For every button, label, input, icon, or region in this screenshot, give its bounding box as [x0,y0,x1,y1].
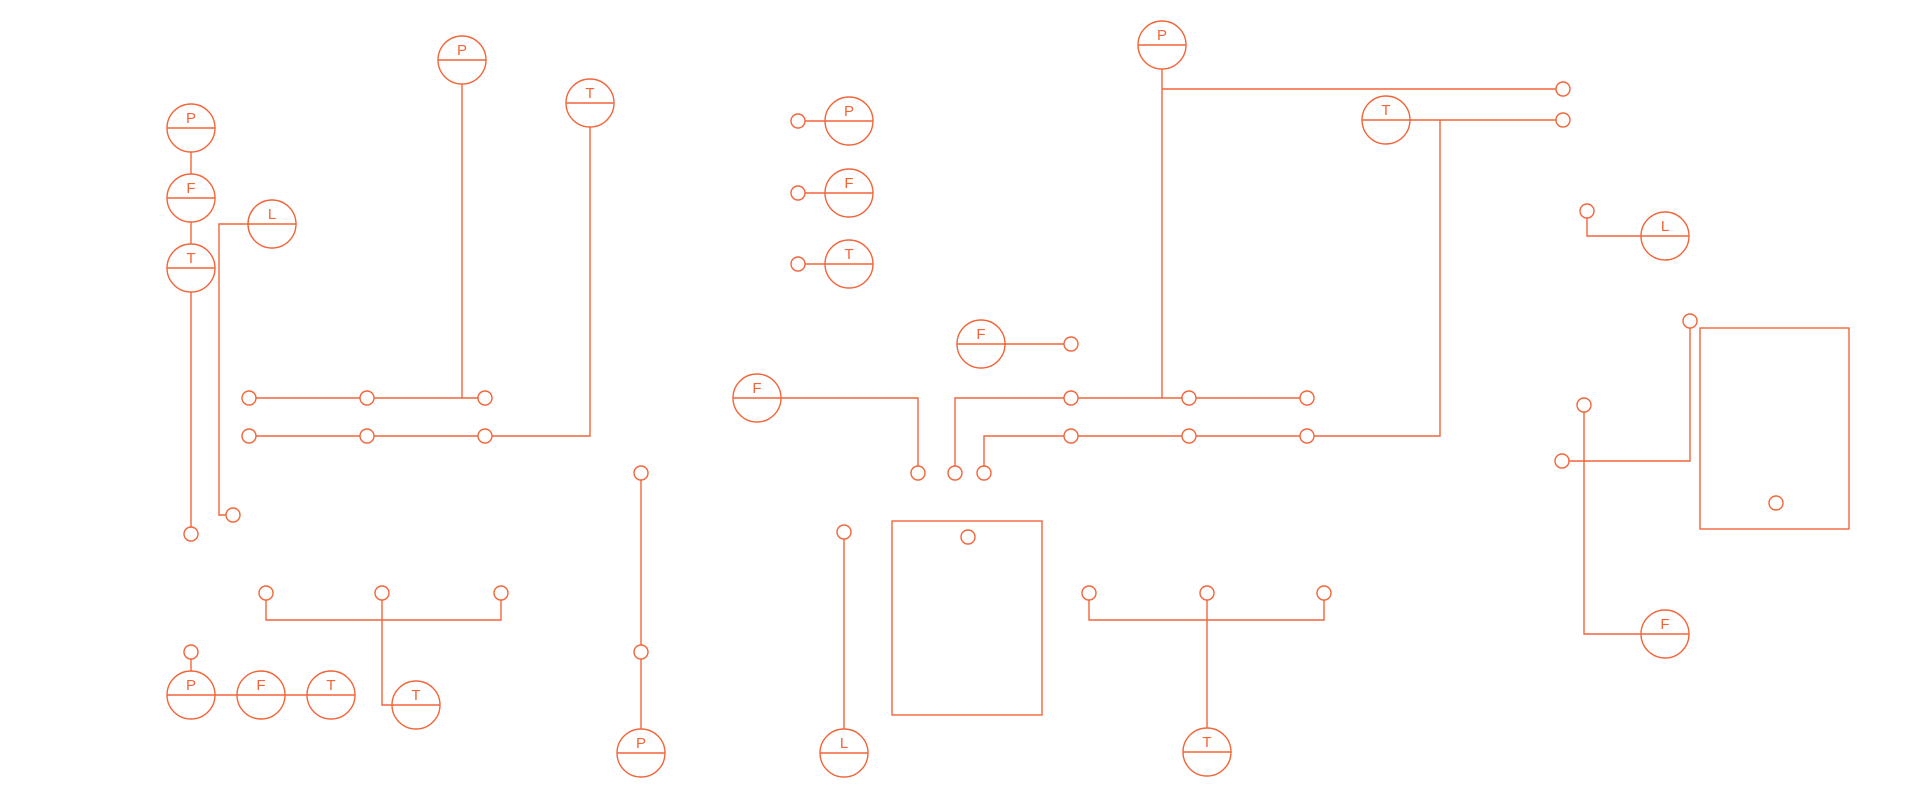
connection-node[interactable] [1181,428,1197,444]
instrument-label: F [844,175,853,192]
instrument-label: F [186,180,195,197]
connection-node[interactable] [225,507,241,523]
connection-node[interactable] [947,465,963,481]
connection-node[interactable] [790,256,806,272]
temperature-instrument[interactable]: T [824,239,874,289]
connection-node[interactable] [633,644,649,660]
connection-node[interactable] [477,390,493,406]
instrument-label: T [585,85,594,102]
connection-node[interactable] [258,585,274,601]
vessels [891,327,1850,716]
pipe-line [983,120,1441,473]
instrument-label: P [186,110,196,127]
connection-node[interactable] [359,390,375,406]
connection-lines [167,69,1691,729]
flow-instrument[interactable]: F [1640,609,1690,659]
pipe-line [781,397,919,473]
pipe-line [1583,405,1641,635]
pressure-instrument[interactable]: P [437,35,487,85]
instrument-label: T [326,677,335,694]
temperature-instrument[interactable]: T [1361,95,1411,145]
connection-node[interactable] [183,526,199,542]
instrument-label: P [844,103,854,120]
connection-node[interactable] [1199,585,1215,601]
connection-nodes [183,81,1784,660]
vessel-right[interactable] [1699,327,1850,530]
instrument-label: P [1157,27,1167,44]
level-instrument[interactable]: L [247,199,297,249]
vessel-center[interactable] [891,520,1043,716]
connection-node[interactable] [1299,428,1315,444]
temperature-instrument[interactable]: T [1182,727,1232,777]
instrument-label: P [186,677,196,694]
pipe-line [265,593,502,621]
connection-node[interactable] [633,465,649,481]
temperature-instrument[interactable]: T [391,680,441,730]
connection-node[interactable] [241,428,257,444]
instrument-label: T [411,687,420,704]
connection-node[interactable] [790,113,806,129]
connection-node[interactable] [1316,585,1332,601]
instrument-label: F [752,380,761,397]
temperature-instrument[interactable]: T [166,243,216,293]
connection-node[interactable] [1299,390,1315,406]
connection-node[interactable] [477,428,493,444]
level-instrument[interactable]: L [1640,211,1690,261]
flow-instrument[interactable]: F [236,670,286,720]
instrument-label: T [844,246,853,263]
pipe-line [381,593,392,706]
connection-node[interactable] [790,185,806,201]
connection-node[interactable] [976,465,992,481]
connection-node[interactable] [1576,397,1592,413]
instruments: P F T L P T P F T F F P T L F P F T T P L T [166,20,1690,778]
connection-node[interactable] [960,529,976,545]
connection-node[interactable] [1063,336,1079,352]
pressure-instrument[interactable]: P [824,96,874,146]
instrument-label: L [268,206,276,223]
temperature-instrument[interactable]: T [565,78,615,128]
pressure-instrument[interactable]: P [616,728,666,778]
instrument-label: T [1202,734,1211,751]
connection-node[interactable] [1682,313,1698,329]
pressure-instrument[interactable]: P [1137,20,1187,70]
flow-instrument[interactable]: F [732,373,782,423]
connection-node[interactable] [1555,81,1571,97]
connection-node[interactable] [1081,585,1097,601]
connection-node[interactable] [1555,112,1571,128]
pressure-instrument[interactable]: P [166,670,216,720]
connection-node[interactable] [836,524,852,540]
connection-node[interactable] [183,644,199,660]
instrument-label: F [976,326,985,343]
flow-instrument[interactable]: F [166,173,216,223]
instrument-label: L [840,735,848,752]
connection-node[interactable] [1181,390,1197,406]
level-instrument[interactable]: L [819,728,869,778]
temperature-instrument[interactable]: T [306,670,356,720]
instrument-label: F [1660,616,1669,633]
connection-node[interactable] [359,428,375,444]
connection-node[interactable] [1554,453,1570,469]
instrument-label: P [636,735,646,752]
flow-instrument[interactable]: F [956,319,1006,369]
instrument-label: T [1381,102,1390,119]
pressure-instrument[interactable]: P [166,103,216,153]
connection-node[interactable] [1579,203,1595,219]
instrument-label: P [457,42,467,59]
pipe-line [1586,211,1641,237]
instrument-label: L [1661,218,1669,235]
connection-node[interactable] [493,585,509,601]
instrument-label: F [256,677,265,694]
instrument-label: T [186,250,195,267]
pipe-line [1562,321,1691,462]
connection-node[interactable] [1063,390,1079,406]
connection-node[interactable] [374,585,390,601]
connection-node[interactable] [1063,428,1079,444]
connection-node[interactable] [910,465,926,481]
connection-node[interactable] [1768,495,1784,511]
pipe-line [249,127,591,437]
pipe-line [218,223,248,516]
flow-instrument[interactable]: F [824,168,874,218]
connection-node[interactable] [241,390,257,406]
